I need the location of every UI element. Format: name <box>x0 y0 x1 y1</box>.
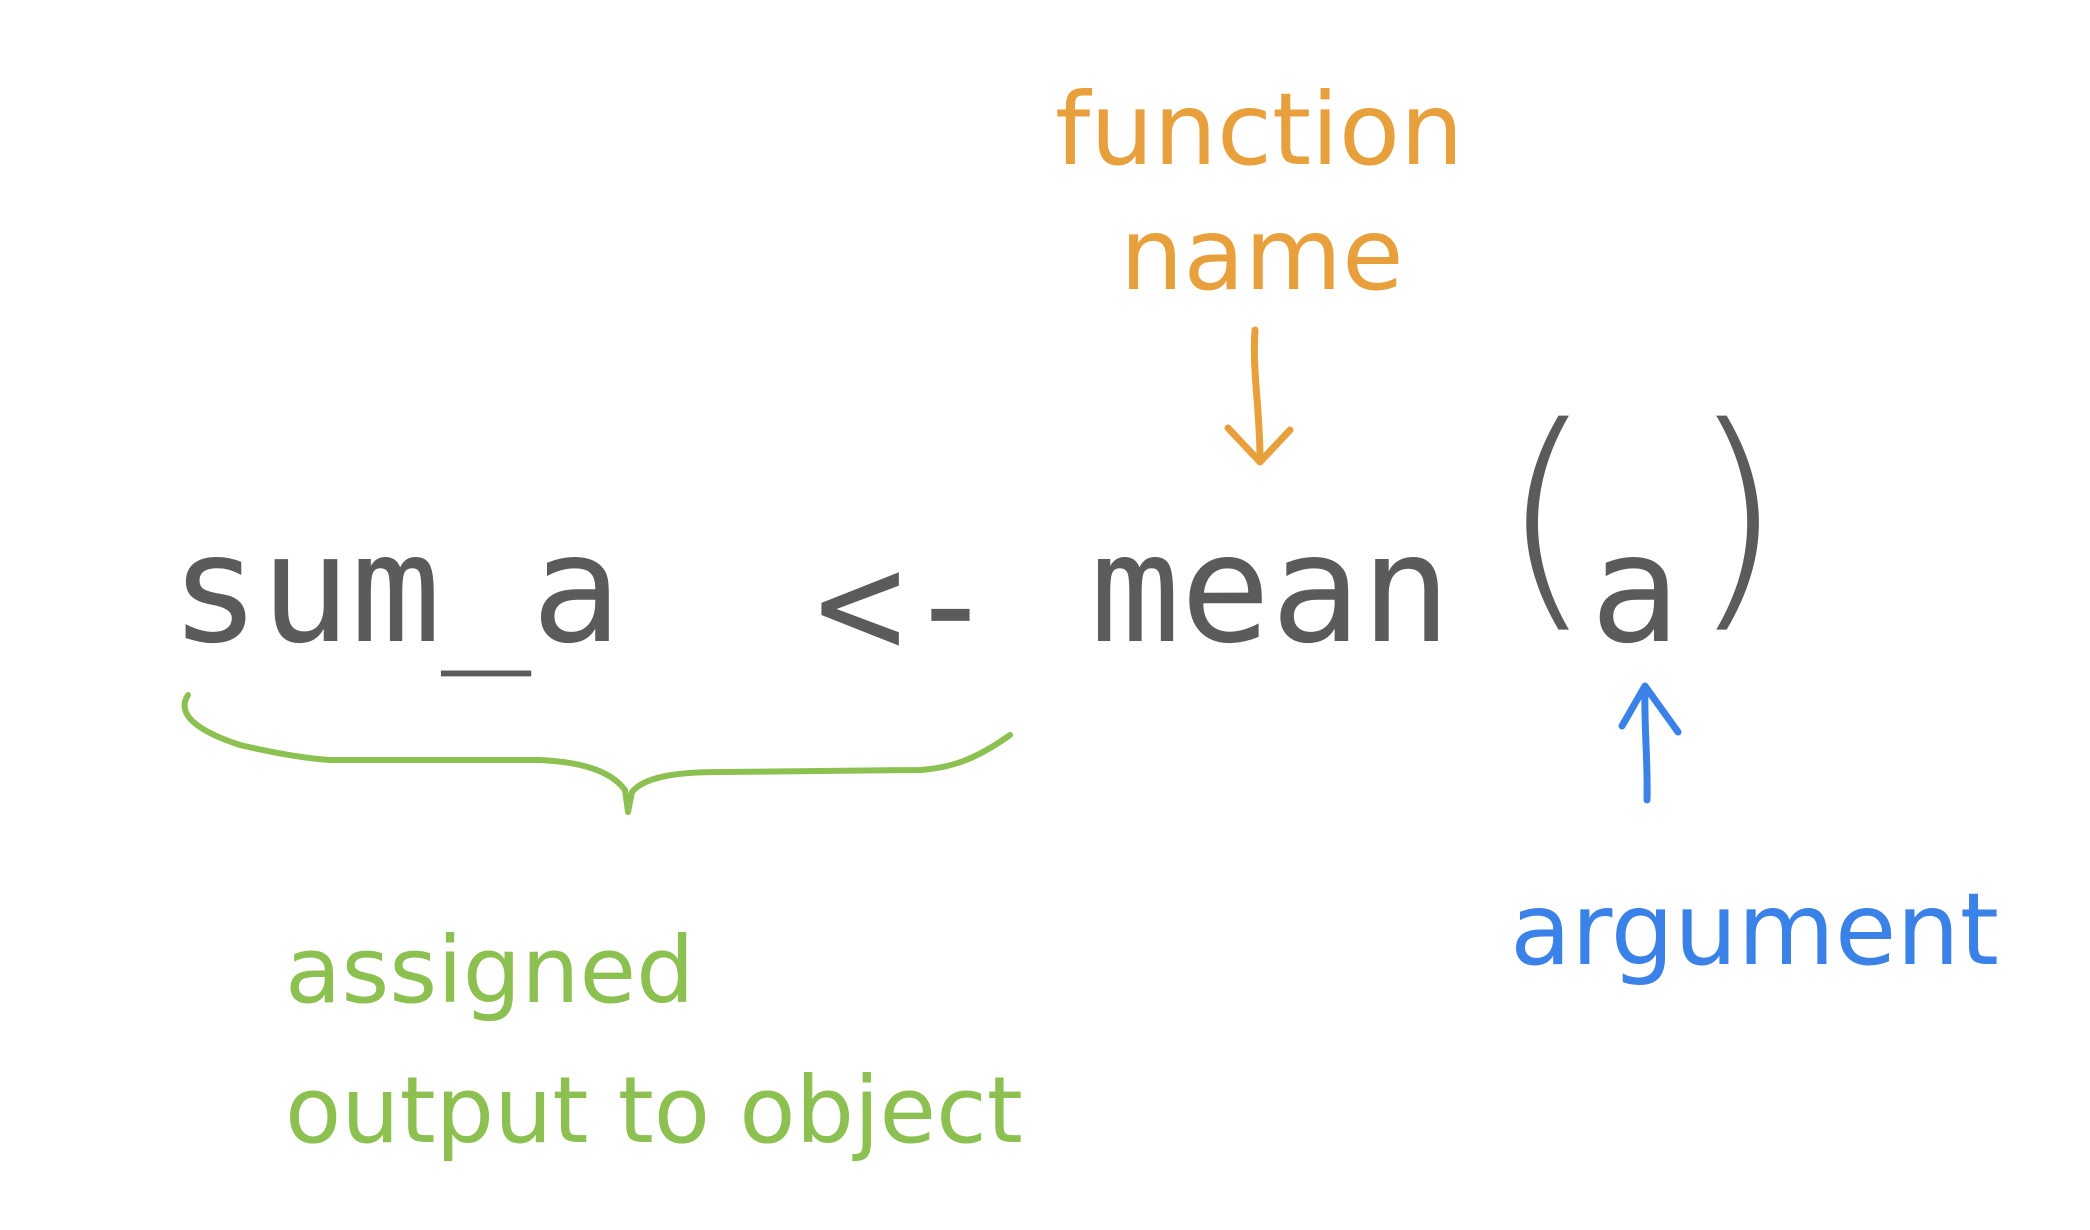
argument-name: a <box>1590 503 1681 677</box>
assignment-operator: <- <box>815 518 996 692</box>
open-paren: ( <box>1500 375 1594 655</box>
function-name: mean <box>1090 503 1452 677</box>
assigned-label-line2: output to object <box>285 1057 1023 1164</box>
object-name: sum_a <box>170 503 622 677</box>
argument-label: argument <box>1510 871 2000 988</box>
function-label-line2: name <box>1120 196 1404 313</box>
assigned-label-line1: assigned <box>285 917 695 1024</box>
close-paren: ) <box>1690 375 1784 655</box>
function-label-line1: function <box>1055 71 1464 188</box>
function-arrow <box>1224 326 1294 466</box>
assignment-brace <box>181 692 1013 815</box>
argument-arrow <box>1618 682 1682 804</box>
